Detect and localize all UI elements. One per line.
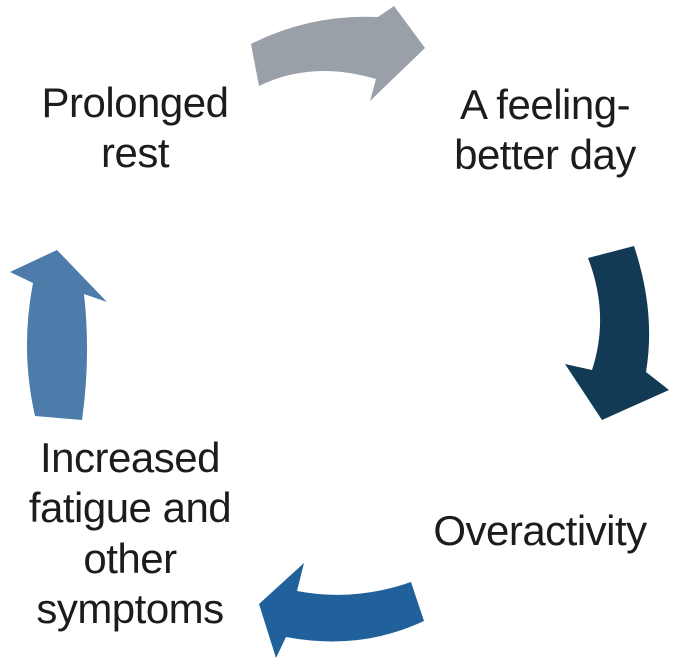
arrow-overactivity-to-fatigue-icon [259, 563, 424, 658]
node-label-feeling-better-day: A feeling- better day [454, 81, 636, 179]
node-label-overactivity: Overactivity [433, 507, 647, 554]
node-label-increased-fatigue: Increased fatigue and other symptoms [28, 434, 232, 633]
node-label-prolonged-rest: Prolonged rest [41, 79, 229, 177]
arrow-better-day-to-overactivity-icon [565, 246, 669, 420]
arrow-rest-to-better-day-icon [251, 6, 425, 101]
arrow-fatigue-to-rest-icon [10, 250, 107, 420]
